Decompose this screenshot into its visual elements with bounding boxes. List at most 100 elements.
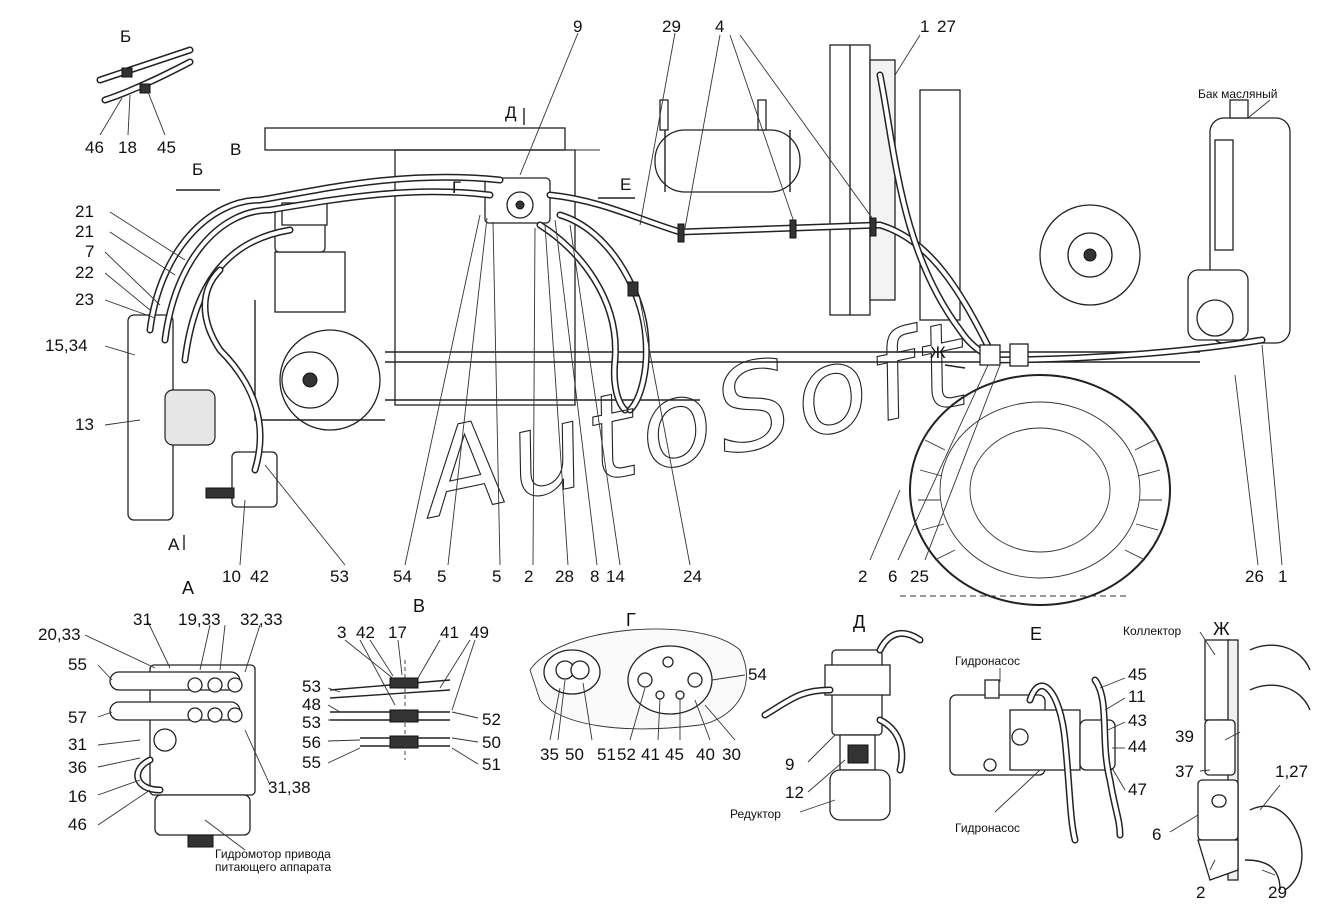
view-zh-label-37: 37	[1175, 762, 1194, 781]
label-23: 23	[75, 290, 94, 309]
label-22: 22	[75, 263, 94, 282]
view-a-label-19-33: 19,33	[178, 610, 221, 629]
view-v-label-48: 48	[302, 695, 321, 714]
view-g-label-51: 51	[597, 745, 616, 764]
view-e-label-45: 45	[1128, 665, 1147, 684]
receiver-tank	[654, 99, 801, 193]
view-e-label-47: 47	[1128, 780, 1147, 799]
label-21a: 21	[75, 202, 94, 221]
hydromotor-assembly	[127, 314, 278, 521]
view-g-label-40: 40	[696, 745, 715, 764]
label-28: 28	[555, 567, 574, 586]
leader-lines-main	[104, 32, 1283, 566]
top-beam	[264, 127, 566, 151]
view-e-title: Е	[1030, 624, 1042, 644]
hose-bundle	[146, 71, 1266, 474]
label-5a: 5	[437, 567, 446, 586]
view-e-label-44: 44	[1128, 737, 1147, 756]
label-a-mark: А	[168, 535, 180, 554]
view-v-label-53b: 53	[302, 713, 321, 732]
label-2a: 2	[524, 567, 533, 586]
view-v-label-51: 51	[482, 755, 501, 774]
view-v-label-50: 50	[482, 733, 501, 752]
label-d-mark: Д	[505, 103, 517, 122]
label-8: 8	[590, 567, 599, 586]
view-g-title: Г	[626, 610, 636, 630]
hose-clamps	[627, 217, 1029, 367]
view-a-label-55: 55	[68, 655, 87, 674]
label-4: 4	[715, 17, 724, 36]
label-27: 27	[937, 17, 956, 36]
view-v: В 3 42 17 41 49 53 48 53 56 55 52 50 51	[302, 596, 501, 774]
frame-body	[394, 149, 576, 406]
label-zh-mark: Ж	[930, 343, 946, 362]
view-e-pump-top: Гидронасос	[955, 654, 1020, 668]
view-a: А 20,33 31 19,33 32,33 55 57 31 36 16 46…	[38, 578, 332, 874]
view-v-label-3: 3	[337, 623, 346, 642]
label-5b: 5	[492, 567, 501, 586]
view-d-title: Д	[853, 612, 865, 632]
view-a-label-36: 36	[68, 758, 87, 777]
view-d: Д 9 12 Редуктор	[730, 612, 924, 821]
label-24: 24	[683, 567, 702, 586]
view-v-label-56: 56	[302, 733, 321, 752]
label-54: 54	[393, 567, 412, 586]
view-a-label-31b: 31	[68, 735, 87, 754]
oil-tank-label: Бак масляный	[1198, 87, 1278, 101]
view-v-label-49: 49	[470, 623, 489, 642]
view-d-caption: Редуктор	[730, 807, 781, 821]
view-v-title: В	[413, 596, 425, 616]
radiator	[829, 44, 961, 321]
label-6: 6	[888, 567, 897, 586]
view-v-label-52: 52	[482, 710, 501, 729]
view-e-label-11: 11	[1128, 687, 1146, 706]
label-2b: 2	[858, 567, 867, 586]
view-e-label-43: 43	[1128, 711, 1147, 730]
view-zh-label-1-27: 1,27	[1275, 762, 1308, 781]
view-zh-title: Ж	[1213, 619, 1230, 639]
view-d-label-9: 9	[785, 755, 794, 774]
gearbox	[254, 209, 385, 431]
view-a-label-46: 46	[68, 815, 87, 834]
label-53: 53	[330, 567, 349, 586]
label-view-b-top: Б	[120, 27, 131, 46]
view-d-label-12: 12	[785, 783, 804, 802]
label-21b: 21	[75, 222, 94, 241]
fan-pulley	[1039, 204, 1141, 306]
label-1-bottom: 1	[1278, 567, 1287, 586]
view-g: Г 35 50 51 52 41 45 40 30 54	[529, 610, 767, 764]
view-g-label-35: 35	[540, 745, 559, 764]
view-e-pump-bottom: Гидронасос	[955, 821, 1020, 835]
view-v-label-41: 41	[440, 623, 459, 642]
view-a-label-31-38: 31,38	[268, 778, 311, 797]
view-zh-label-2: 2	[1196, 883, 1205, 902]
label-b-mark: Б	[192, 160, 203, 179]
label-13: 13	[75, 415, 94, 434]
oil-tank	[1187, 99, 1291, 344]
view-a-caption-2: питающего аппарата	[215, 860, 332, 874]
view-e: Е Гидронасос Гидронасос 45 11 43 44 47	[949, 624, 1147, 844]
label-14: 14	[606, 567, 625, 586]
view-a-label-57: 57	[68, 708, 87, 727]
label-45-top: 45	[157, 138, 176, 157]
view-zh-collector: Коллектор	[1123, 624, 1181, 638]
view-zh-label-39: 39	[1175, 727, 1194, 746]
main-assembly: AutoSoft	[45, 17, 1291, 606]
label-10: 10	[222, 567, 241, 586]
label-7: 7	[85, 242, 94, 261]
label-e-mark: Е	[620, 175, 631, 194]
view-a-label-16: 16	[68, 787, 87, 806]
label-42: 42	[250, 567, 269, 586]
label-v-mark: В	[230, 140, 241, 159]
view-v-label-42: 42	[356, 623, 375, 642]
label-g-mark: Г	[452, 178, 461, 197]
inset-b	[96, 46, 194, 136]
view-a-label-31a: 31	[133, 610, 152, 629]
view-g-label-52: 52	[617, 745, 636, 764]
view-g-label-41: 41	[641, 745, 660, 764]
view-zh-label-6: 6	[1152, 825, 1161, 844]
label-15-34: 15,34	[45, 336, 88, 355]
label-1: 1	[920, 17, 929, 36]
view-g-label-54: 54	[748, 665, 767, 684]
